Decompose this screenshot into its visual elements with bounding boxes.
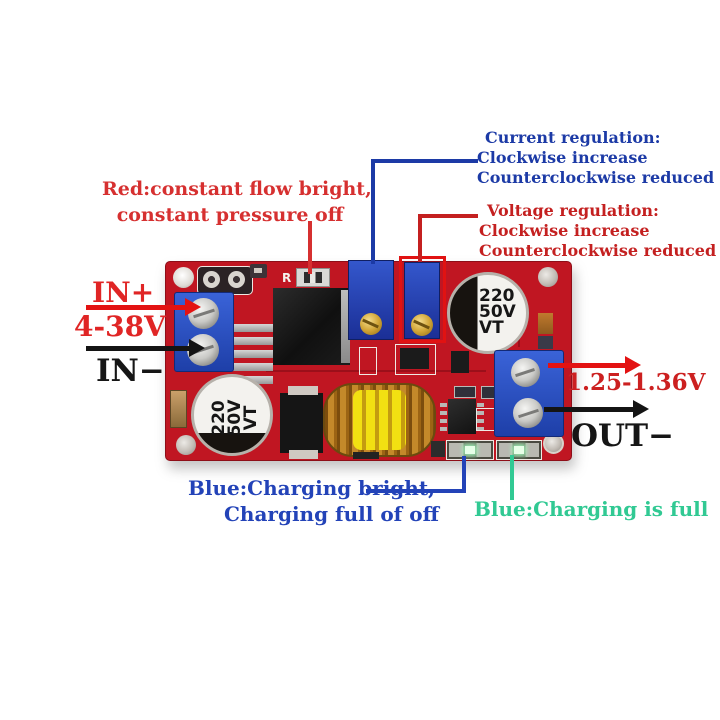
smd-component — [538, 336, 553, 349]
voltage-pot-pointer-line — [418, 214, 478, 218]
ic-pin — [233, 324, 273, 332]
ic-pin — [440, 411, 447, 415]
red-led-note: Red:constant flow bright, constant press… — [102, 176, 372, 228]
current-pot-pointer-line — [371, 159, 375, 264]
note-line: Red:constant flow bright, — [102, 178, 372, 200]
silkscreen-box — [359, 347, 377, 375]
catch-diode — [280, 386, 323, 459]
note-line: Clockwise increase — [479, 221, 650, 240]
ic-pin — [440, 403, 447, 407]
capacitor-marking: 220 50V VT — [479, 286, 516, 338]
inductor-core — [353, 389, 406, 451]
current-trimpot — [348, 260, 394, 340]
smd-component — [250, 264, 267, 278]
ic-pin — [477, 419, 484, 423]
red-note-pointer-line — [308, 221, 312, 274]
note-line: Clockwise increase — [477, 148, 648, 167]
input-plus-label: IN+ — [92, 276, 155, 309]
solder-pad — [203, 271, 220, 288]
electrolytic-capacitor-output: 220 50V VT — [447, 272, 529, 354]
output-minus-screw — [513, 398, 543, 428]
sense-resistor — [296, 268, 330, 287]
ic-pin — [233, 363, 273, 371]
input-voltage-range-label: 4-38V — [74, 310, 166, 343]
voltage-trimpot-screw — [411, 314, 433, 336]
smd-component — [353, 452, 379, 459]
led-chip — [465, 446, 475, 454]
note-line: Voltage regulation: — [487, 201, 659, 220]
current-pot-pointer-line — [371, 159, 478, 163]
blue-led-note-line2: Charging full of off — [224, 502, 439, 526]
electrolytic-capacitor-input: 220 50V VT — [191, 374, 273, 456]
ic-pin — [440, 419, 447, 423]
input-terminal-block — [174, 292, 234, 372]
ic-pin — [440, 427, 447, 431]
green-led-note: Blue:Charging is full — [474, 497, 709, 521]
full-charge-led — [496, 440, 542, 460]
charging-led-pointer-line — [366, 489, 466, 493]
charging-led — [446, 440, 494, 460]
charging-led-pointer-line — [462, 456, 466, 493]
transistor-sot23 — [451, 351, 469, 373]
control-ic-soic8 — [440, 399, 484, 434]
note-line: Current regulation: — [485, 128, 661, 147]
ic-pin — [477, 427, 484, 431]
silkscreen-r-label: R — [282, 271, 292, 285]
smd-component — [431, 441, 445, 457]
output-minus-arrow — [544, 400, 649, 418]
ic-pin — [233, 350, 273, 358]
note-line: constant pressure off — [116, 204, 344, 226]
blue-led-note-line1: Blue:Charging bright, — [188, 476, 436, 500]
pcb-board: R 220 50V VT — [165, 256, 572, 461]
smd-component — [538, 313, 553, 334]
mounting-hole-top-left — [173, 267, 194, 288]
through-hole-pads — [197, 266, 253, 295]
silkscreen-box — [395, 344, 436, 375]
voltage-trimpot — [404, 262, 440, 339]
mounting-hole-top-right — [538, 267, 558, 287]
smd-component — [170, 390, 187, 428]
mounting-hole-bottom-left — [176, 435, 196, 455]
full-led-pointer-line — [510, 455, 514, 500]
input-plus-arrow — [86, 298, 201, 316]
ic-pin — [477, 403, 484, 407]
current-regulation-note: Current regulation: Clockwise increase C… — [477, 128, 714, 188]
output-voltage-range-label: 1.25-1.36V — [566, 369, 706, 396]
transistor-sot23 — [400, 348, 429, 369]
ic-pin — [477, 411, 484, 415]
power-ic — [233, 288, 350, 384]
output-minus-label: OUT− — [571, 418, 675, 454]
output-plus-arrow — [548, 356, 641, 374]
voltage-trimpot-highlight-box — [399, 256, 446, 343]
note-line: Counterclockwise reduced — [477, 168, 715, 187]
voltage-regulation-note: Voltage regulation: Clockwise increase C… — [479, 201, 716, 261]
current-trimpot-screw — [360, 313, 382, 335]
voltage-pot-pointer-line — [418, 214, 422, 262]
led-chip — [514, 446, 524, 454]
ic-pin — [233, 337, 273, 345]
note-line: Counterclockwise reduced — [479, 241, 717, 260]
output-plus-screw — [511, 358, 540, 387]
input-minus-arrow — [86, 339, 205, 357]
solder-pad — [228, 271, 245, 288]
capacitor-marking: 220 50V VT — [209, 399, 261, 437]
smd-component — [454, 386, 476, 398]
input-minus-label: IN− — [96, 353, 165, 389]
power-inductor — [323, 383, 436, 457]
